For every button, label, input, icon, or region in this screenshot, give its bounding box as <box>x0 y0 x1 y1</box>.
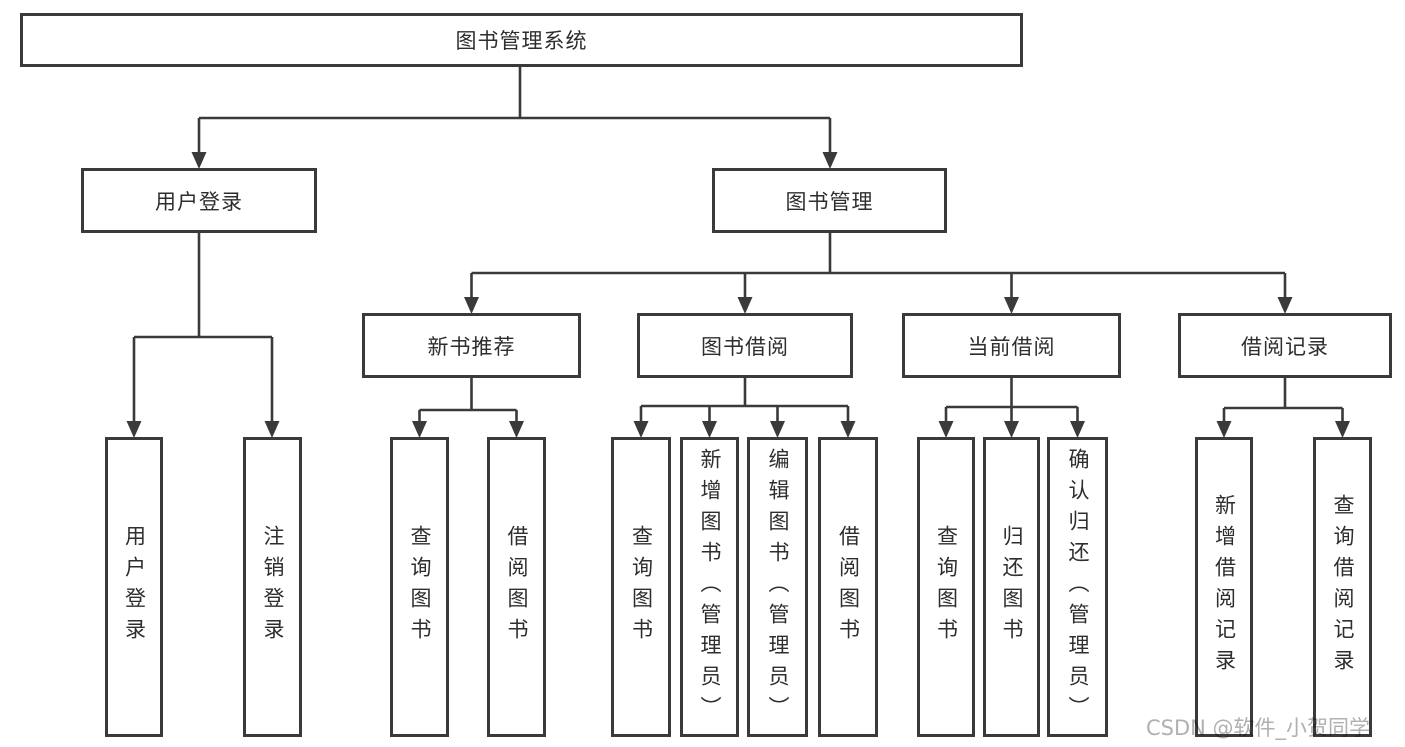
leaf-query-books-current: 查询图书 <box>917 437 975 737</box>
node-book-borrow: 图书借阅 <box>637 313 853 378</box>
leaf-user-login: 用户登录 <box>105 437 163 737</box>
leaf-query-books-borrow: 查询图书 <box>611 437 671 737</box>
arrowheads <box>126 152 1350 438</box>
leaf-logout: 注销登录 <box>243 437 302 737</box>
leaf-query-books-recommend: 查询图书 <box>390 437 449 737</box>
node-book-management: 图书管理 <box>712 168 947 233</box>
leaf-borrow-books-recommend: 借阅图书 <box>487 437 546 737</box>
node-new-book-recommend: 新书推荐 <box>362 313 581 378</box>
node-user-login: 用户登录 <box>81 168 317 233</box>
node-current-borrow: 当前借阅 <box>902 313 1121 378</box>
leaf-add-books-admin: 新增图书（管理员） <box>680 437 739 737</box>
leaf-confirm-return-admin: 确认归还（管理员） <box>1047 437 1108 737</box>
leaf-return-books: 归还图书 <box>983 437 1040 737</box>
node-borrow-record: 借阅记录 <box>1178 313 1392 378</box>
leaf-borrow-books: 借阅图书 <box>818 437 878 737</box>
node-root-system: 图书管理系统 <box>20 13 1023 67</box>
csdn-watermark: CSDN @软件_小贺同学 <box>1146 716 1371 740</box>
leaf-edit-books-admin: 编辑图书（管理员） <box>747 437 808 737</box>
leaf-query-borrow-record: 查询借阅记录 <box>1313 437 1372 737</box>
leaf-add-borrow-record: 新增借阅记录 <box>1195 437 1253 737</box>
